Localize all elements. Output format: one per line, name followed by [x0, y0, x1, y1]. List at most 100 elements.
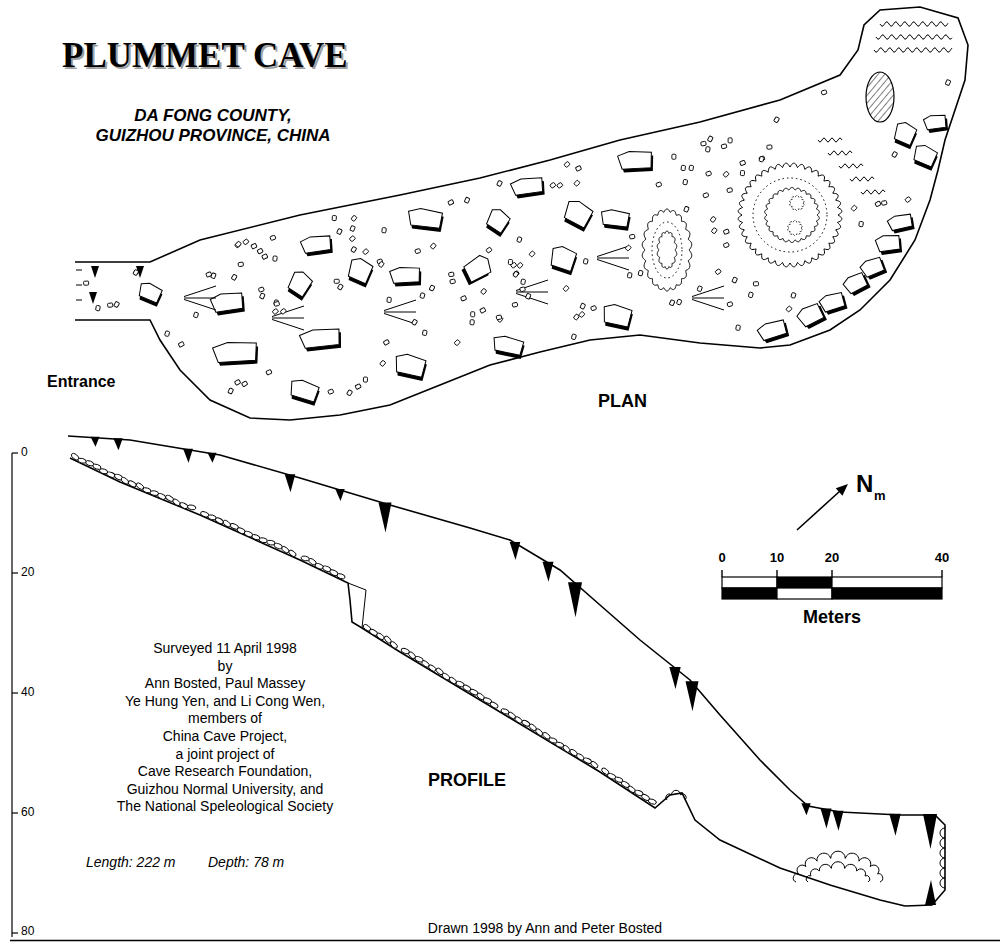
- boulder-face: [601, 303, 632, 328]
- axis-line: [11, 453, 12, 937]
- rimstone-wave: [850, 177, 874, 181]
- pebble: [513, 271, 519, 277]
- boulder-face: [617, 150, 652, 171]
- slope-line: [597, 258, 629, 259]
- boulder: [345, 256, 376, 288]
- pebble: [859, 221, 864, 227]
- pebble: [574, 180, 580, 186]
- north-arrow: [797, 484, 848, 530]
- pebble: [550, 182, 556, 188]
- boulder: [756, 317, 790, 345]
- pebble: [705, 147, 710, 153]
- boulder: [459, 253, 495, 286]
- stalactite: [208, 453, 217, 463]
- flowstone-rim: [765, 188, 820, 243]
- axis-tick: [12, 692, 18, 693]
- pebble: [235, 241, 241, 247]
- pebble: [697, 286, 702, 292]
- drawing-credit-holder: Drawn 1998 by Ann and Peter Bosted: [365, 920, 725, 936]
- boulder-face: [137, 281, 163, 304]
- pebble: [337, 284, 343, 290]
- boulder: [491, 335, 525, 360]
- pebble: [350, 225, 356, 231]
- flowstone-rim: [642, 209, 692, 291]
- pebble: [231, 274, 237, 280]
- boulder: [212, 340, 259, 367]
- stalactite: [686, 681, 699, 711]
- flowstone-pool: [652, 222, 682, 278]
- rubble-stone: [376, 632, 386, 641]
- pebble: [238, 262, 244, 267]
- boulder-face: [286, 268, 314, 297]
- text-line: Ann Bosted, Paul Massey: [75, 675, 375, 693]
- entrance-tick: [76, 270, 82, 271]
- boulder-face: [600, 209, 629, 227]
- pebble: [892, 151, 898, 157]
- pebble: [672, 154, 676, 159]
- rubble-stone: [127, 480, 137, 488]
- pebble: [241, 381, 247, 387]
- flowstone: [642, 163, 842, 291]
- pebble: [851, 205, 857, 211]
- pebble: [206, 272, 212, 278]
- pebble: [774, 117, 780, 123]
- pebble: [193, 312, 198, 318]
- rubble-stone: [428, 664, 437, 673]
- pebble: [525, 293, 531, 299]
- depth-tick-label-holder: 40: [21, 686, 51, 700]
- pebble: [382, 228, 387, 233]
- depth-tick-label-holder: 20: [21, 566, 51, 580]
- pebble: [449, 272, 455, 277]
- pebble: [821, 90, 827, 95]
- pebble: [629, 234, 635, 239]
- slope-line: [184, 298, 216, 299]
- boulder-face: [562, 198, 595, 229]
- boulder: [284, 268, 315, 301]
- pebble: [347, 390, 353, 396]
- scale-number: 10: [762, 551, 792, 566]
- slope-line: [597, 259, 629, 270]
- pebble: [669, 300, 675, 306]
- boulder: [210, 290, 247, 317]
- pebble: [235, 242, 241, 248]
- boulder: [617, 149, 654, 174]
- rimstone-wave: [828, 151, 852, 155]
- pebble: [486, 247, 492, 253]
- stalactite: [833, 811, 844, 831]
- pebble: [564, 161, 570, 167]
- boulder-face: [492, 335, 524, 356]
- scale-segment: [777, 588, 832, 599]
- scale-segment: [777, 577, 832, 588]
- pebble: [676, 299, 681, 305]
- boulder-face: [288, 378, 320, 403]
- boulder: [891, 120, 919, 149]
- text-line: DA FONG COUNTY,: [43, 106, 383, 126]
- pebble: [748, 292, 753, 298]
- pebble: [703, 193, 709, 198]
- pebble: [178, 341, 184, 347]
- boulder: [510, 175, 546, 200]
- pebble: [114, 301, 120, 307]
- pebble: [460, 295, 466, 301]
- text-line: China Cave Project,: [75, 728, 375, 746]
- boulder: [407, 208, 444, 233]
- boulder: [887, 212, 916, 236]
- pebble: [471, 312, 475, 317]
- boulder-face: [299, 326, 341, 349]
- scale-segment: [722, 588, 777, 599]
- pebble: [517, 237, 522, 243]
- profile-view: [68, 436, 945, 906]
- map-title: PLUMMET CAVE: [62, 36, 422, 76]
- slope-line: [184, 286, 216, 297]
- pebble: [470, 320, 474, 325]
- pebble: [497, 180, 503, 186]
- scale-number-holder: 10: [762, 551, 792, 566]
- stalactite: [923, 814, 937, 849]
- boulder: [483, 206, 513, 237]
- pebble: [512, 302, 518, 307]
- arrow-head: [836, 484, 848, 496]
- pebble: [448, 200, 454, 206]
- flowstone-mound: [793, 851, 882, 882]
- depth-tick-label: 40: [21, 686, 51, 700]
